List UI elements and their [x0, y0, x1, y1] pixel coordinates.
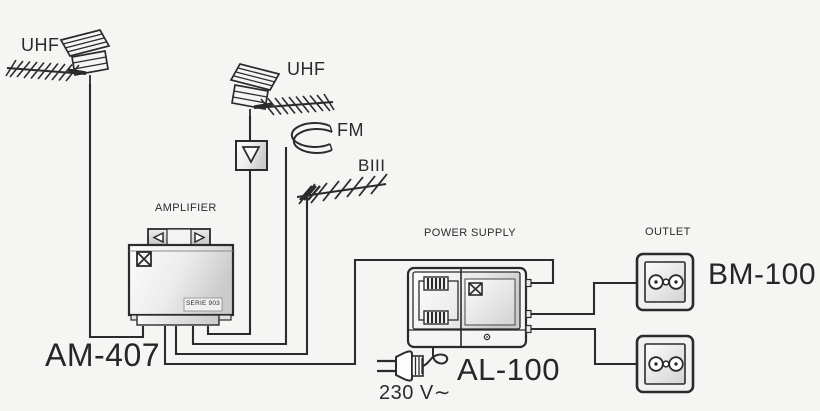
- wire-power-supply-to-outlet-2: [529, 327, 637, 366]
- uhf-right-label: UHF: [287, 59, 326, 79]
- power-supply-model-label: AL-100: [457, 352, 560, 387]
- wire-uhf-right-to-amplifier: [206, 170, 252, 336]
- wire-amplifier-to-power-supply: [163, 258, 555, 366]
- amplifier-caption: AMPLIFIER: [155, 202, 217, 214]
- series-label-plate: [183, 297, 223, 312]
- psu-port-out-1: [525, 309, 532, 319]
- psu-port-input: [525, 278, 532, 288]
- biii-label: BIII: [358, 156, 386, 175]
- arrow-left-icon: [152, 231, 164, 244]
- amplifier-connector-strip: [136, 314, 220, 326]
- psu-port-out-2: [525, 324, 532, 334]
- power-cord: [422, 347, 449, 367]
- uhf-left-label: UHF: [21, 35, 60, 55]
- outlet-box-1: [635, 252, 695, 312]
- bowtie-symbol-amplifier: [136, 251, 152, 267]
- fm-antenna: [290, 122, 333, 154]
- outlet-model-label: BM-100: [708, 258, 817, 291]
- arrow-right-icon: [194, 231, 206, 244]
- power-supply-caption: POWER SUPPLY: [424, 227, 517, 239]
- wire-biii-to-amplifier: [174, 194, 309, 356]
- amplifier-series-label: SERIE 903: [186, 300, 220, 307]
- bowtie-symbol-power-supply: [468, 282, 483, 296]
- mast-preamplifier: [235, 140, 268, 171]
- outlet-caption: OUTLET: [645, 226, 691, 238]
- mains-plug: [377, 350, 424, 382]
- power-supply-box: [406, 266, 532, 349]
- outlet-box-2: [635, 334, 695, 394]
- wire-power-supply-to-outlet-1: [529, 281, 637, 316]
- amplifier-foot-right: [217, 314, 232, 321]
- wire-fm-to-amplifier: [191, 147, 288, 346]
- terminal-comb-bottom: [423, 310, 449, 325]
- fm-label: FM: [337, 120, 364, 140]
- plug-prongs: [377, 359, 396, 373]
- biii-antenna: [296, 173, 388, 205]
- amplifier-handle: [147, 228, 211, 246]
- amplifier-model-label: AM-407: [45, 337, 161, 373]
- amplifier-box: [127, 228, 235, 326]
- terminal-comb-top: [423, 276, 449, 291]
- preamplifier-triangle-icon: [241, 146, 261, 164]
- mains-voltage-label: 230 V∼: [379, 382, 452, 404]
- wire-uhf-left-to-amplifier: [88, 84, 145, 339]
